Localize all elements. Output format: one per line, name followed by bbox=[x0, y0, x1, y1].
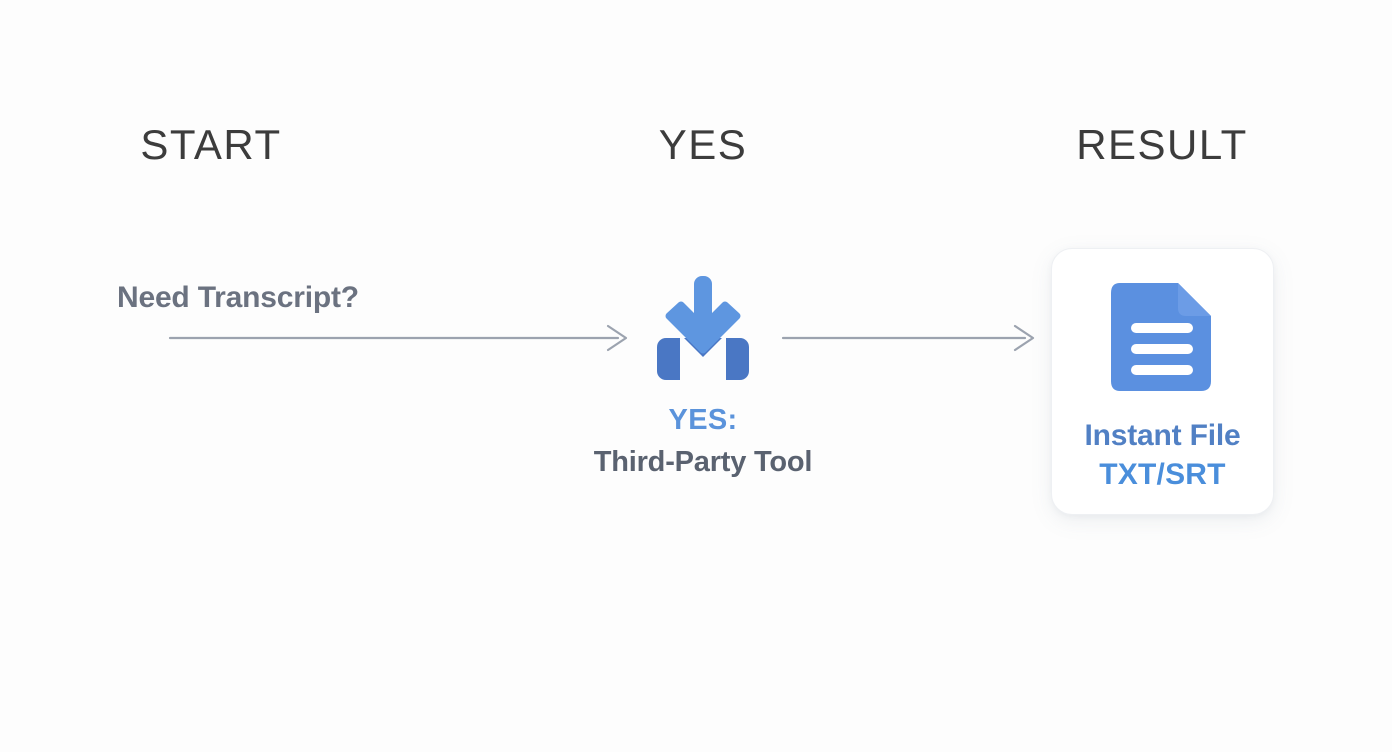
arrow-right-icon bbox=[1013, 324, 1035, 352]
file-text-line bbox=[1130, 365, 1193, 375]
file-text-line bbox=[1130, 323, 1193, 333]
arrow-right-icon bbox=[606, 324, 628, 352]
document-file-icon bbox=[1110, 283, 1211, 391]
connector-tool-to-result bbox=[781, 324, 1035, 352]
download-icon bbox=[657, 276, 749, 382]
tool-node: YES: Third-Party Tool bbox=[553, 272, 853, 481]
stage-heading-result: RESULT bbox=[1076, 121, 1248, 168]
stage-heading-yes: YES bbox=[658, 121, 748, 168]
result-card[interactable]: Instant File TXT/SRT bbox=[1051, 248, 1274, 515]
download-arrow-head bbox=[665, 301, 741, 354]
tool-node-caption: YES: Third-Party Tool bbox=[553, 402, 853, 481]
stage-heading-start: START bbox=[140, 121, 282, 168]
download-arrow-cutout bbox=[680, 334, 726, 382]
result-label-secondary: TXT/SRT bbox=[1099, 458, 1226, 491]
result-label-primary: Instant File bbox=[1084, 419, 1241, 452]
connector-start-to-tool bbox=[168, 324, 628, 352]
tool-label-primary: YES: bbox=[668, 404, 738, 436]
tool-label-secondary: Third-Party Tool bbox=[593, 446, 813, 479]
start-node-label: Need Transcript? bbox=[117, 281, 359, 314]
file-folded-corner bbox=[1177, 283, 1211, 316]
file-text-line bbox=[1130, 344, 1193, 354]
result-card-caption: Instant File TXT/SRT bbox=[1085, 418, 1241, 493]
